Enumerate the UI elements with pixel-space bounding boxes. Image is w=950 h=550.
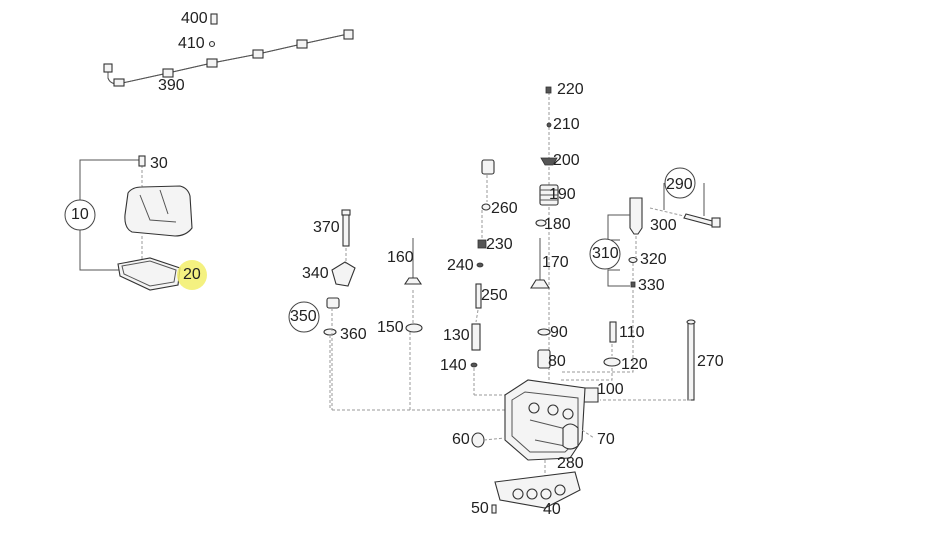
label-240[interactable]: 240 <box>447 257 474 274</box>
label-340[interactable]: 340 <box>302 265 329 282</box>
label-280[interactable]: 280 <box>557 455 584 472</box>
valve-160-group <box>403 238 423 410</box>
label-220[interactable]: 220 <box>557 81 584 98</box>
label-90[interactable]: 90 <box>550 324 568 341</box>
label-50[interactable]: 50 <box>471 500 489 517</box>
callout-circle-10 <box>64 199 96 231</box>
label-140[interactable]: 140 <box>440 357 467 374</box>
right-side-parts <box>560 319 696 403</box>
label-170[interactable]: 170 <box>542 254 569 271</box>
valve-cover-group <box>79 155 193 291</box>
label-360[interactable]: 360 <box>340 326 367 343</box>
callout-circle-310 <box>589 238 621 270</box>
label-400[interactable]: 400 <box>181 10 208 27</box>
callout-circle-350 <box>288 301 320 333</box>
label-350[interactable]: 350 <box>290 308 317 325</box>
label-160[interactable]: 160 <box>387 249 414 266</box>
fuel-line-assembly <box>103 13 354 87</box>
label-300[interactable]: 300 <box>650 217 677 234</box>
label-390[interactable]: 390 <box>158 77 185 94</box>
label-190[interactable]: 190 <box>549 186 576 203</box>
label-20[interactable]: 20 <box>183 266 201 283</box>
label-210[interactable]: 210 <box>553 116 580 133</box>
label-260[interactable]: 260 <box>491 200 518 217</box>
label-330[interactable]: 330 <box>638 277 665 294</box>
label-310[interactable]: 310 <box>592 245 619 262</box>
label-150[interactable]: 150 <box>377 319 404 336</box>
label-70[interactable]: 70 <box>597 431 615 448</box>
label-120[interactable]: 120 <box>621 356 648 373</box>
label-30[interactable]: 30 <box>150 155 168 172</box>
label-110[interactable]: 110 <box>619 324 645 341</box>
label-370[interactable]: 370 <box>313 219 340 236</box>
label-250[interactable]: 250 <box>481 287 508 304</box>
cylinder-head-group <box>471 379 595 514</box>
callout-circle-290 <box>664 167 696 199</box>
highlight-marker <box>177 260 207 290</box>
label-320[interactable]: 320 <box>640 251 667 268</box>
label-130[interactable]: 130 <box>443 327 470 344</box>
label-270[interactable]: 270 <box>697 353 724 370</box>
rocker-group-left <box>323 209 505 411</box>
label-10[interactable]: 10 <box>71 206 89 223</box>
label-290[interactable]: 290 <box>666 176 693 193</box>
label-60[interactable]: 60 <box>452 431 470 448</box>
label-100[interactable]: 100 <box>597 381 624 398</box>
injector-group <box>560 183 721 373</box>
label-40[interactable]: 40 <box>543 501 561 518</box>
label-180[interactable]: 180 <box>544 216 571 233</box>
label-410[interactable]: 410 <box>178 35 205 52</box>
label-200[interactable]: 200 <box>553 152 580 169</box>
center-column-left <box>470 159 510 396</box>
center-column-right <box>530 86 559 400</box>
label-230[interactable]: 230 <box>486 236 513 253</box>
label-80[interactable]: 80 <box>548 353 566 370</box>
